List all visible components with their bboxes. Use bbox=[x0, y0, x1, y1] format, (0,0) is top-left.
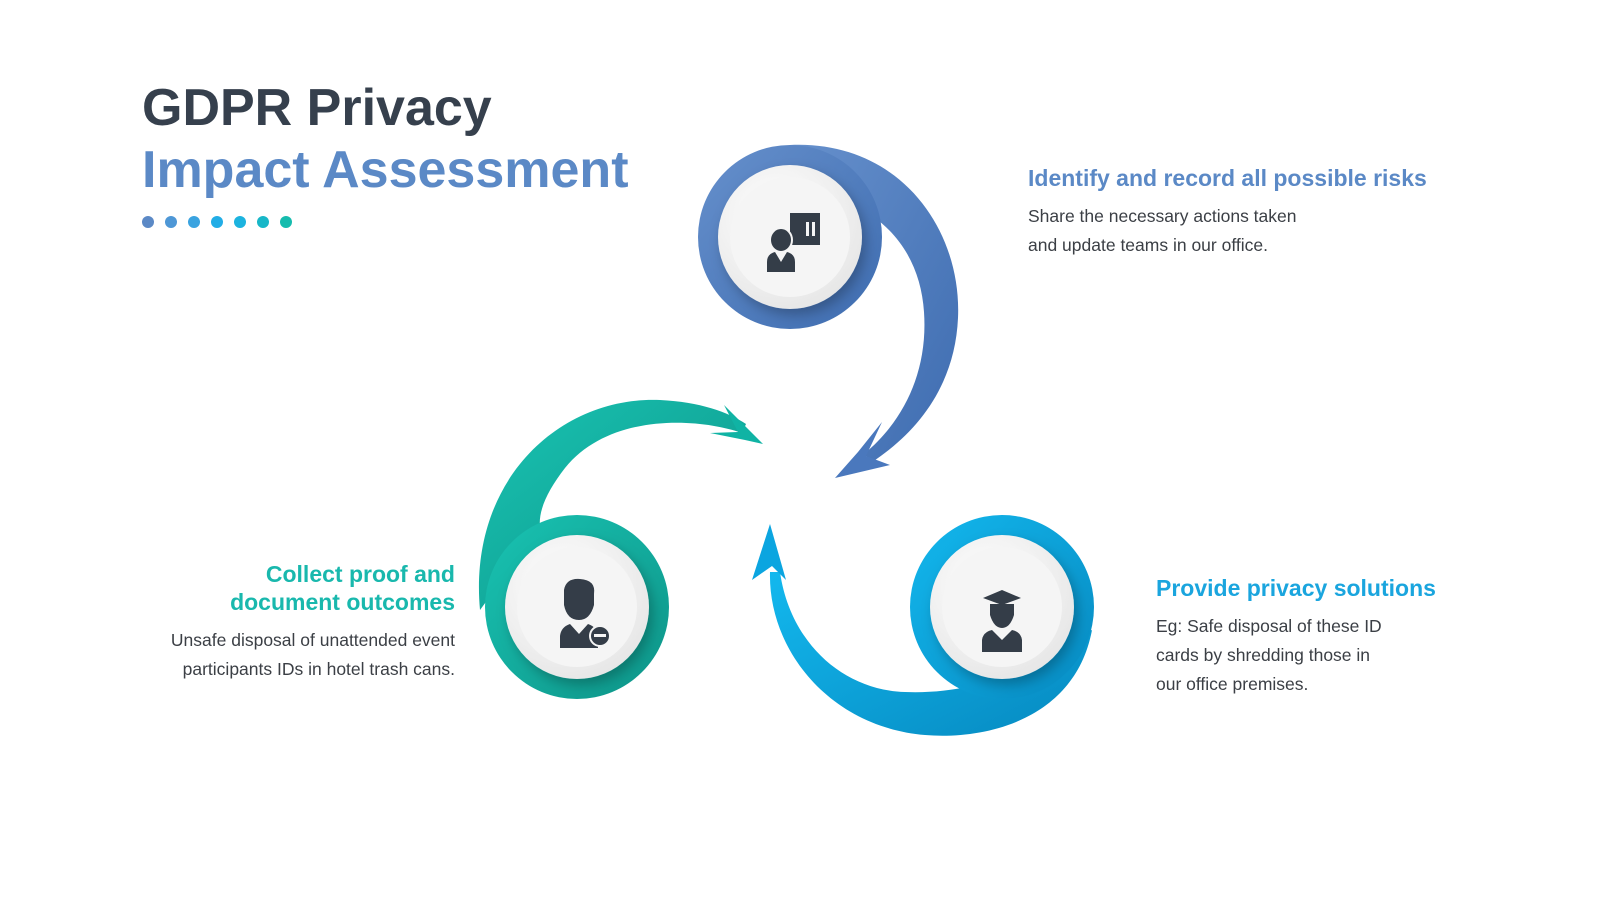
title-line-2: Impact Assessment bbox=[142, 141, 629, 199]
step-3-heading: Provide privacy solutions bbox=[1156, 575, 1436, 601]
dot bbox=[165, 216, 177, 228]
dot bbox=[257, 216, 269, 228]
presenter-chart-icon bbox=[767, 213, 820, 272]
dot bbox=[211, 216, 223, 228]
title-line-1: GDPR Privacy bbox=[142, 79, 492, 137]
step-1-desc-line: Share the necessary actions taken bbox=[1028, 206, 1297, 226]
dot bbox=[234, 216, 246, 228]
dot bbox=[280, 216, 292, 228]
step-2-desc-line: Unsafe disposal of unattended event bbox=[170, 630, 455, 650]
step-3-desc-line: our office premises. bbox=[1156, 674, 1309, 694]
step-3-desc-line: cards by shredding those in bbox=[1156, 645, 1371, 665]
step-3-text: Provide privacy solutions Eg: Safe dispo… bbox=[1156, 574, 1596, 699]
step-2-heading-line: Collect proof and bbox=[265, 561, 455, 587]
step-2-heading-line: document outcomes bbox=[230, 589, 455, 615]
step-1-heading: Identify and record all possible risks bbox=[1028, 165, 1427, 191]
graduate-icon bbox=[982, 590, 1022, 652]
decorative-dots bbox=[142, 216, 292, 228]
step-3-desc-line: Eg: Safe disposal of these ID bbox=[1156, 616, 1382, 636]
step-2-text: Collect proof and document outcomes Unsa… bbox=[100, 560, 455, 684]
dot bbox=[188, 216, 200, 228]
step-2-desc-line: participants IDs in hotel trash cans. bbox=[182, 659, 455, 679]
dot bbox=[142, 216, 154, 228]
step-1-text: Identify and record all possible risks S… bbox=[1028, 164, 1488, 260]
user-minus-icon bbox=[560, 578, 611, 648]
step-1-desc-line: and update teams in our office. bbox=[1028, 235, 1268, 255]
